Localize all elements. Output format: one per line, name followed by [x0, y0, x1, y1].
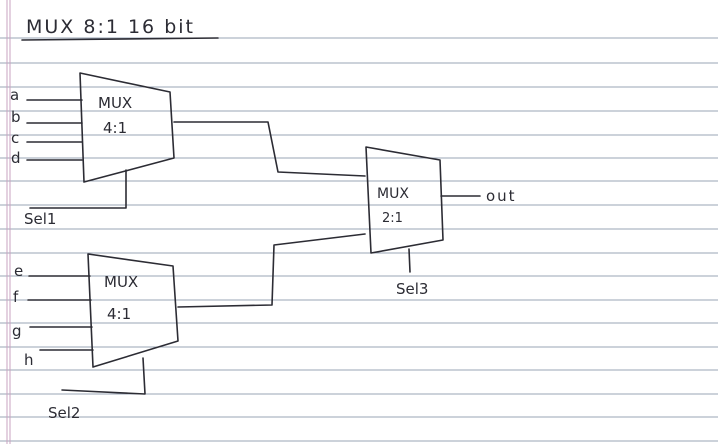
sel3-wire [408, 248, 411, 273]
mux-top-label-1: MUX [98, 94, 132, 112]
input-f: f [13, 288, 19, 306]
wire-mux-bottom-to-final [177, 233, 366, 308]
title-underline [21, 37, 219, 41]
mux-bottom-label-2: 4:1 [107, 305, 131, 323]
mux-final-label-2: 2:1 [382, 211, 403, 226]
mux-bottom-label-1: MUX [104, 273, 138, 291]
input-d: d [11, 149, 21, 167]
output-label: out [486, 187, 517, 205]
sel1-label: Sel1 [24, 210, 56, 228]
sel1-wire [29, 169, 127, 209]
sel3-label: Sel3 [396, 280, 428, 298]
input-b: b [11, 108, 21, 126]
sel2-label: Sel2 [48, 404, 80, 422]
mux-top-body [79, 72, 175, 183]
sel2-wire [61, 357, 146, 395]
mux-top-4to1: MUX 4:1 [79, 72, 175, 183]
page-title: MUX 8:1 16 bit [26, 16, 195, 38]
input-h: h [24, 351, 34, 369]
input-a: a [10, 86, 19, 104]
mux-bottom-4to1: MUX 4:1 [87, 253, 179, 368]
input-g: g [12, 322, 22, 340]
mux-final-body [365, 146, 444, 254]
mux-final-label-1: MUX [377, 186, 409, 202]
wire-mux-top-to-final [173, 121, 366, 177]
mux-bottom-input-wires [27, 275, 94, 351]
mux-top-label-2: 4:1 [103, 119, 127, 137]
mux-bottom-body [87, 253, 179, 368]
mux-final-2to1: MUX 2:1 [365, 146, 444, 254]
input-e: e [14, 262, 23, 280]
input-c: c [11, 129, 19, 147]
mux-top-input-wires [26, 99, 83, 161]
